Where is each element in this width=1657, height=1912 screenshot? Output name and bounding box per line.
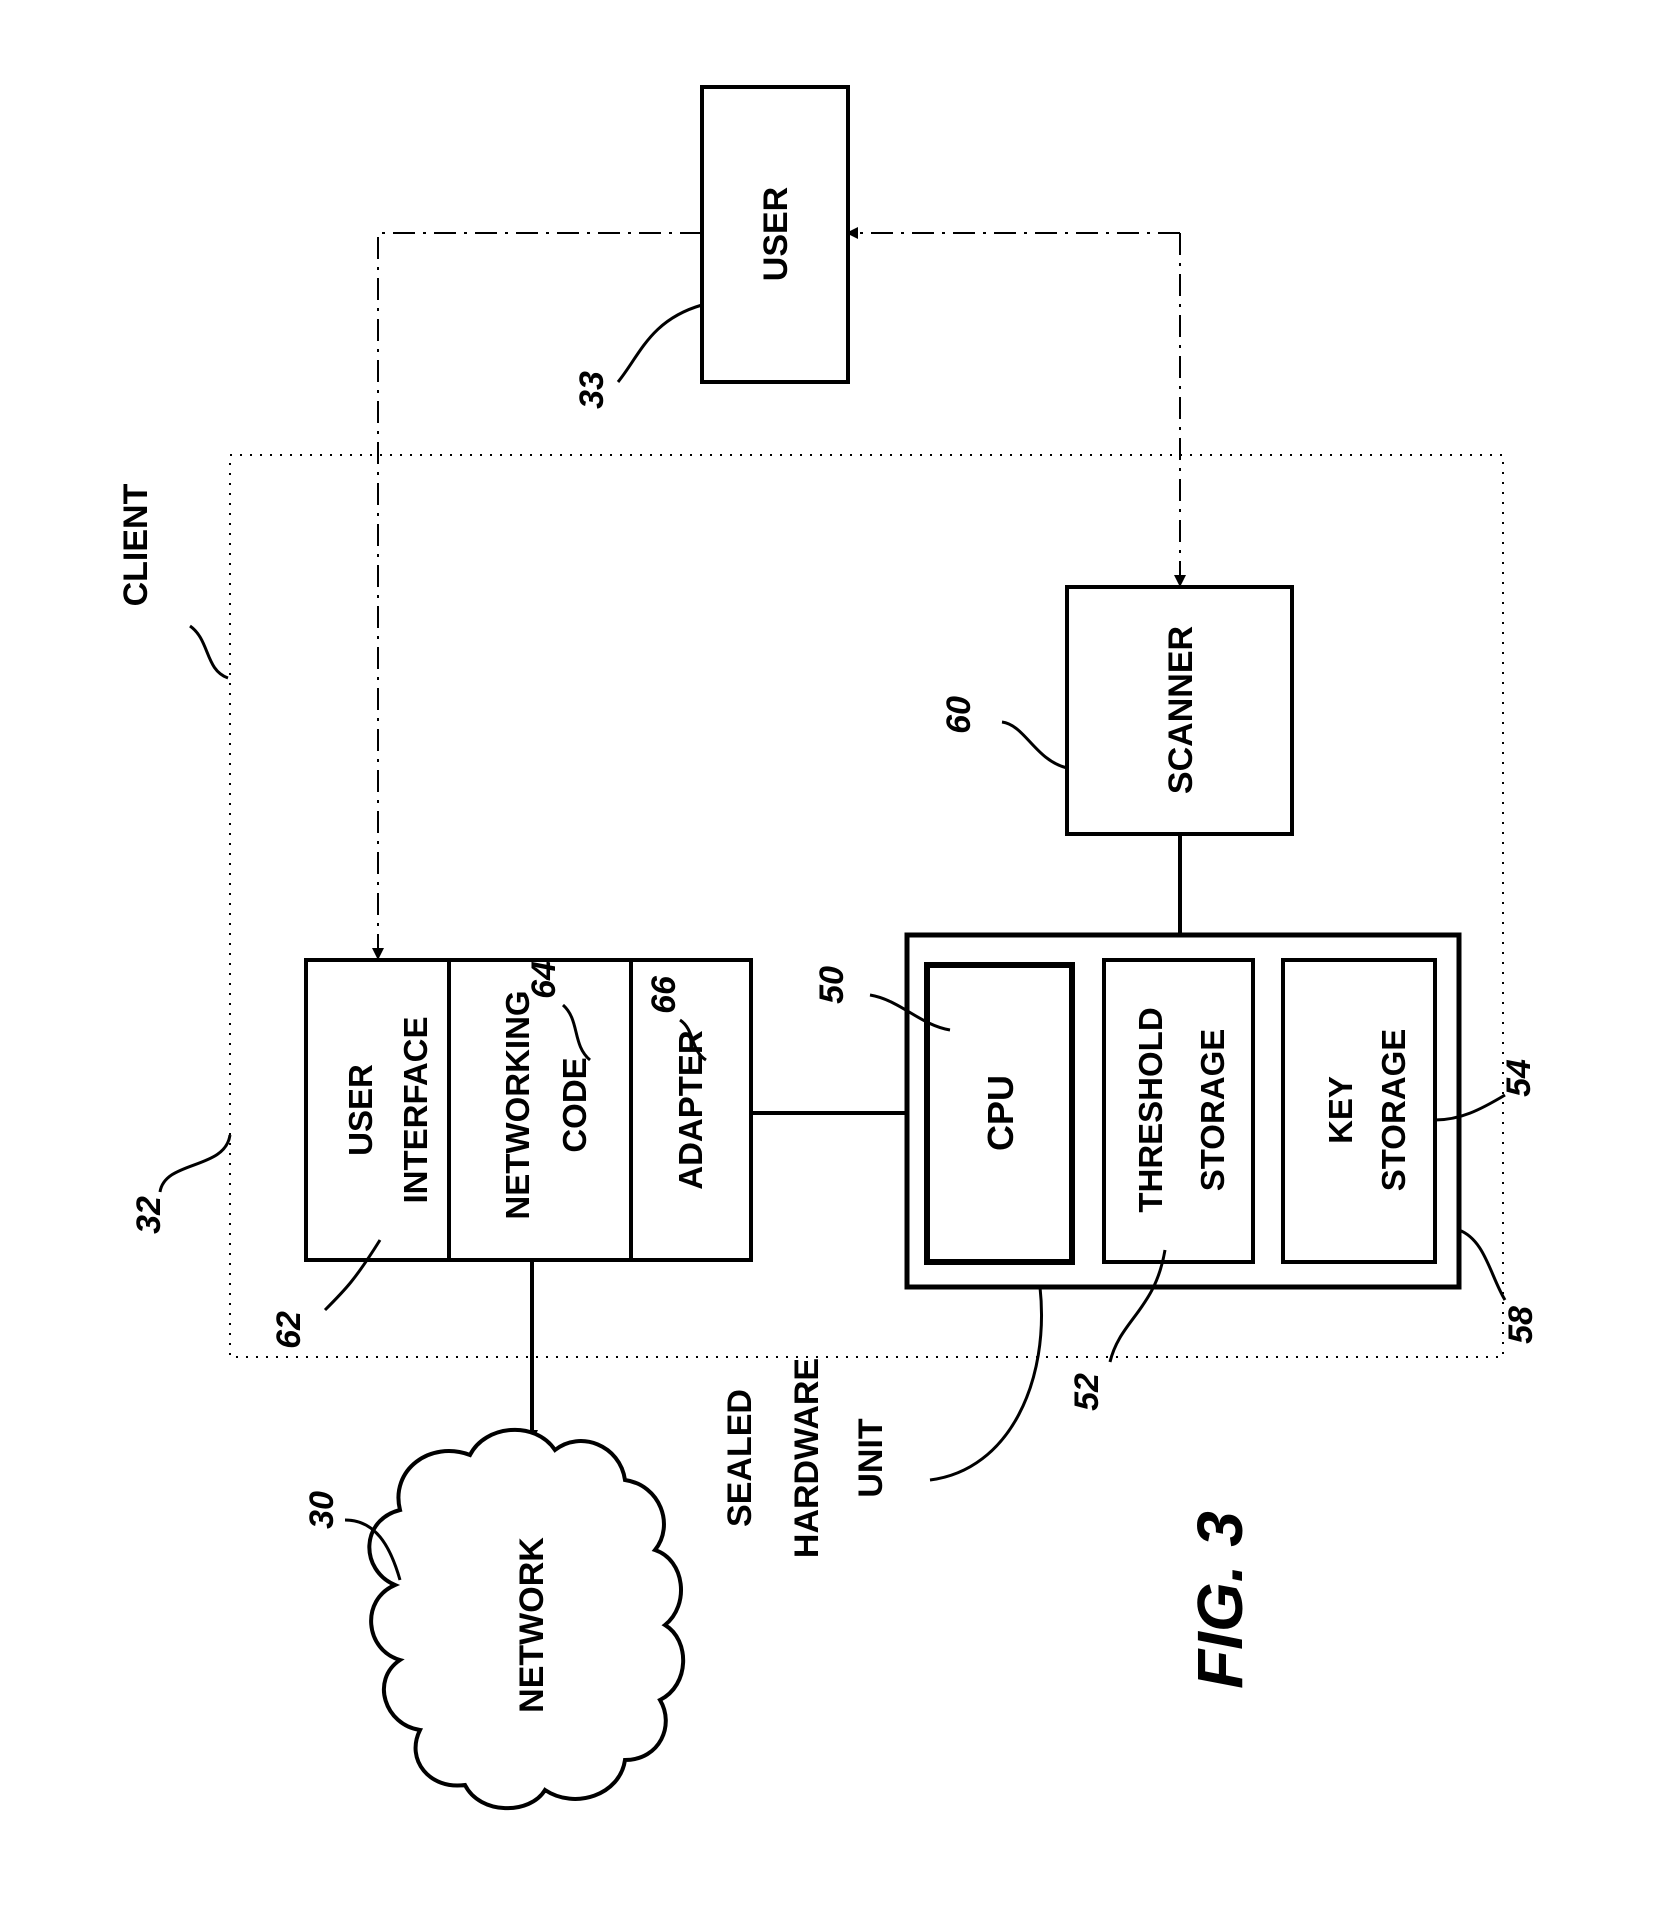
ref-64: 64 — [525, 961, 563, 999]
adapter-label: ADAPTER — [672, 1030, 709, 1190]
sealed-hardware-unit-caption: SEALED HARDWARE UNIT — [721, 1358, 890, 1558]
cpu-label: CPU — [980, 1075, 1021, 1151]
threshold-storage-label-line2: STORAGE — [1194, 1029, 1231, 1192]
software-stack: USER INTERFACE NETWORKING CODE ADAPTER — [306, 960, 751, 1260]
user-interface-label-line2: INTERFACE — [397, 1016, 434, 1203]
threshold-storage-label-line1: THRESHOLD — [1132, 1007, 1169, 1212]
user-block: USER — [702, 87, 848, 382]
sealed-label-line3: UNIT — [852, 1418, 890, 1498]
figure-caption: FIG. 3 — [1184, 1511, 1256, 1689]
ref-30: 30 — [303, 1491, 341, 1529]
network-cloud: NETWORK — [369, 1430, 683, 1808]
sealed-label-line2: HARDWARE — [788, 1358, 826, 1558]
dashed-arrow-user-to-ui — [378, 233, 702, 958]
ref-66: 66 — [645, 975, 683, 1014]
ref-58: 58 — [1502, 1306, 1540, 1344]
ref-52: 52 — [1068, 1373, 1106, 1411]
leader-58 — [1459, 1230, 1505, 1300]
key-storage-label-line2: STORAGE — [1375, 1029, 1412, 1192]
user-interface-label-line1: USER — [342, 1064, 379, 1156]
leader-32 — [160, 1135, 230, 1192]
network-label: NETWORK — [513, 1537, 551, 1713]
networking-code-label-line1: NETWORKING — [499, 990, 536, 1219]
networking-code-label-line2: CODE — [556, 1057, 593, 1152]
scanner-label: SCANNER — [1162, 626, 1200, 794]
ref-32: 32 — [130, 1196, 168, 1234]
ref-62: 62 — [270, 1311, 308, 1349]
adapter-block: ADAPTER — [672, 1030, 709, 1190]
ref-33: 33 — [573, 371, 611, 409]
user-label: USER — [757, 187, 795, 281]
leader-33 — [618, 305, 702, 382]
client-label: CLIENT — [117, 483, 155, 606]
leader-sealed — [930, 1287, 1042, 1480]
leader-client — [190, 626, 228, 678]
scanner-block: SCANNER — [1067, 587, 1292, 834]
leader-60 — [1002, 722, 1067, 768]
ref-60: 60 — [940, 696, 978, 734]
sealed-hardware-unit-block: CPU THRESHOLD STORAGE KEY STORAGE — [907, 935, 1459, 1287]
ref-50: 50 — [813, 966, 851, 1004]
sealed-label-line1: SEALED — [721, 1389, 759, 1527]
ref-54: 54 — [1500, 1059, 1538, 1097]
key-storage-label-line1: KEY — [1322, 1076, 1359, 1144]
